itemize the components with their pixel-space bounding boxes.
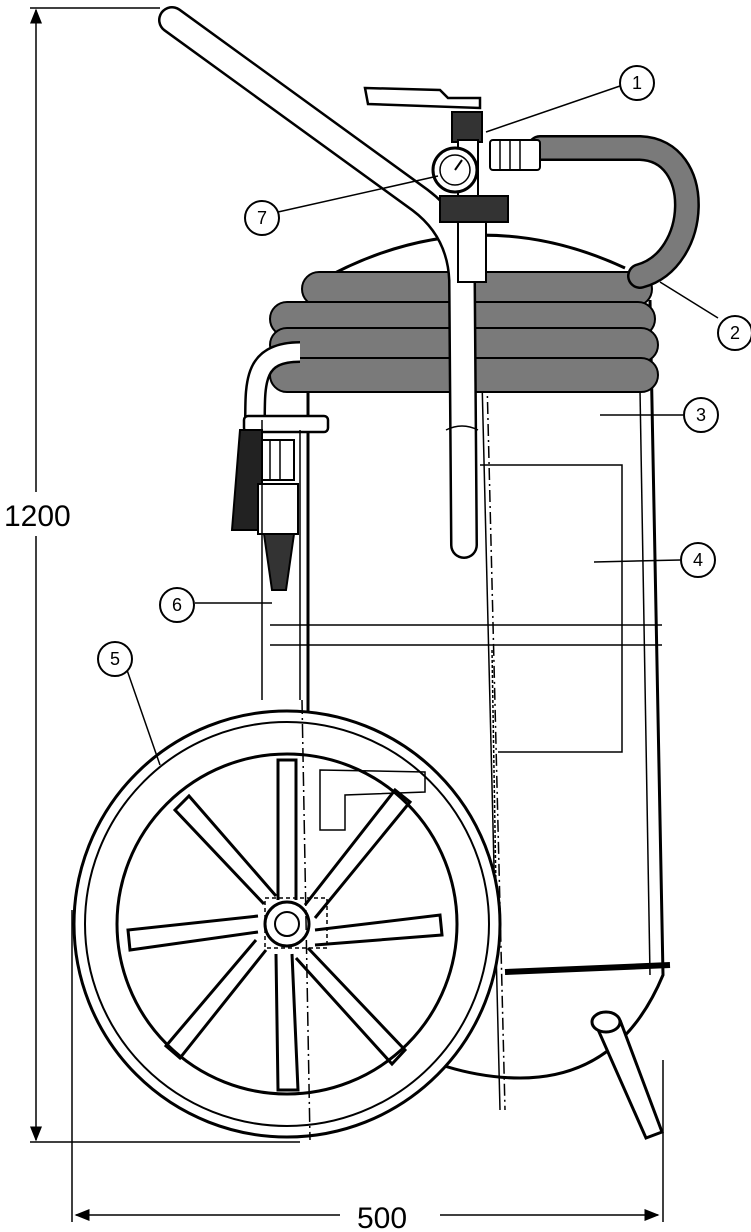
cylinder-body <box>270 233 671 1111</box>
callout-6: 6 <box>159 587 195 623</box>
svg-text:4: 4 <box>693 550 703 570</box>
callout-2: 2 <box>717 315 751 351</box>
svg-text:2: 2 <box>730 323 740 343</box>
callout-5: 5 <box>97 641 133 677</box>
pressure-gauge <box>431 146 479 194</box>
callout-badges: 1 2 3 4 5 6 7 <box>97 65 751 677</box>
callout-4: 4 <box>680 542 716 578</box>
callout-1: 1 <box>619 65 655 101</box>
internal-cartridge <box>480 464 623 753</box>
svg-text:6: 6 <box>172 595 182 615</box>
svg-text:7: 7 <box>257 208 267 228</box>
svg-text:3: 3 <box>696 405 706 425</box>
hose-nozzle <box>230 414 330 700</box>
siphon-tube <box>491 649 497 891</box>
callout-3: 3 <box>683 397 719 433</box>
wheel-spokes <box>126 758 444 1092</box>
width-label: 500 <box>357 1202 407 1232</box>
svg-text:5: 5 <box>110 649 120 669</box>
wheel <box>72 699 502 1141</box>
height-label: 1200 <box>4 500 71 533</box>
axle-bracket <box>319 769 426 831</box>
height-dimension: 1200 <box>0 7 300 1143</box>
rear-foot <box>590 1010 664 1140</box>
width-dimension: 500 <box>71 910 664 1232</box>
svg-text:1: 1 <box>632 73 642 93</box>
callout-7: 7 <box>244 200 280 236</box>
callout-leaders <box>126 85 719 766</box>
